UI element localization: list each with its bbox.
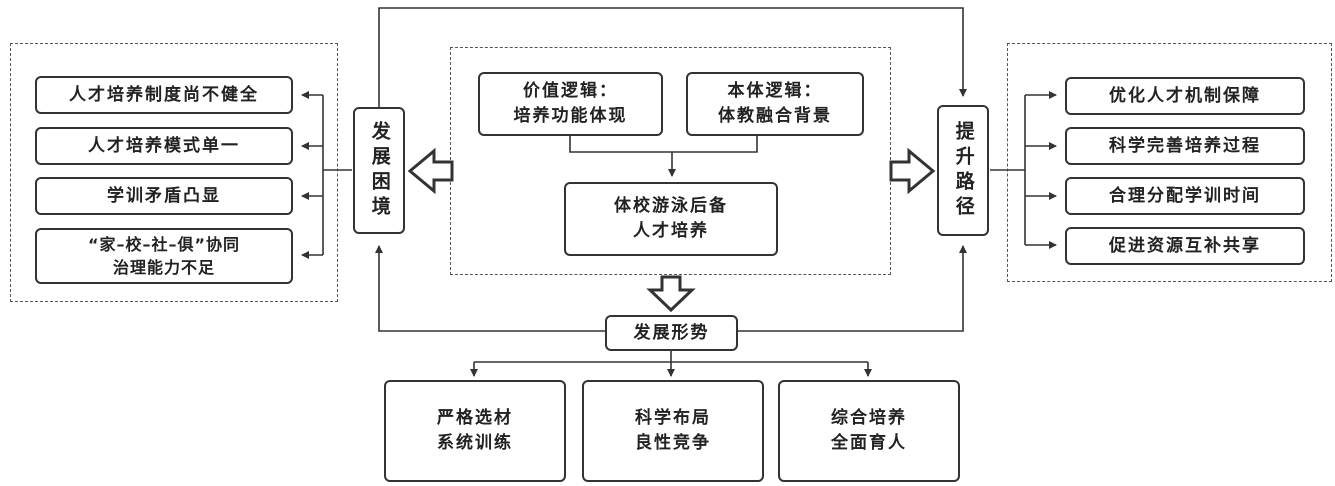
core-topic-box: 体校游泳后备 人才培养 (564, 182, 778, 256)
right-dashed-group (1007, 43, 1332, 282)
value-logic-box: 价值逻辑： 培养功能体现 (478, 72, 663, 136)
left-item-3: 学训矛盾凸显 (35, 177, 293, 215)
development-situation-node: 发展形势 (605, 315, 738, 351)
development-dilemma-node: 发展困境 (353, 107, 405, 234)
left-item-2: 人才培养模式单一 (35, 127, 293, 165)
right-item-1: 优化人才机制保障 (1065, 77, 1305, 115)
right-item-2: 科学完善培养过程 (1065, 127, 1305, 165)
ontology-logic-box: 本体逻辑： 体教融合背景 (686, 72, 864, 136)
right-item-3: 合理分配学训时间 (1065, 177, 1305, 215)
bottom-item-1: 严格选材 系统训练 (384, 380, 566, 482)
left-dashed-group (10, 43, 338, 302)
left-item-4: “家–校–社–俱”协同 治理能力不足 (35, 228, 293, 284)
bottom-item-3: 综合培养 全面育人 (778, 380, 960, 482)
left-item-1: 人才培养制度尚不健全 (35, 76, 293, 114)
improvement-path-node: 提升路径 (937, 105, 989, 236)
bottom-item-2: 科学布局 良性竞争 (582, 380, 764, 482)
right-item-4: 促进资源互补共享 (1065, 227, 1305, 265)
